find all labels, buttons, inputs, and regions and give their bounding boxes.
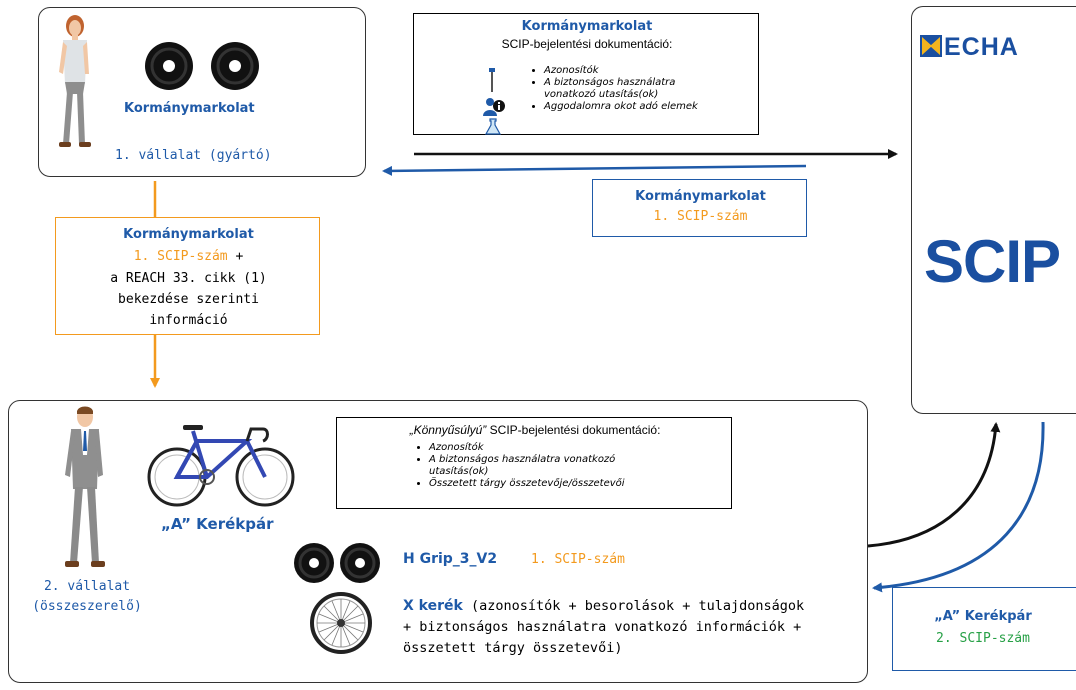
notification-title: Kormánymarkolat (521, 19, 653, 34)
light-notification-box: „Könnyűsúlyú” SCIP-bejelentési dokumentá… (336, 417, 732, 509)
handover-box: Kormánymarkolat 1. SCIP-szám + a REACH 3… (55, 217, 320, 335)
scip-number-box-1: Kormánymarkolat 1. SCIP-szám (592, 179, 807, 237)
notification-item-text: Aggodalomra okot adó elemek (544, 101, 698, 112)
company2-product: „A” Kerékpár (161, 515, 274, 533)
handover-number-line: 1. SCIP-szám + (56, 249, 321, 264)
light-notification-title: „Könnyűsúlyú” SCIP-bejelentési dokumentá… (337, 423, 733, 437)
company2-label-2: (összeszerelő) (32, 599, 142, 614)
return2-title: „A” Kerékpár (934, 609, 1032, 624)
light-notification-item: A biztonságos használatra vonatkozóutasí… (429, 454, 727, 478)
light-notification-title-italic: „Könnyűsúlyú” (409, 423, 487, 437)
component-grip-name: H Grip_3_V2 (403, 551, 498, 567)
handover-plus: + (227, 249, 244, 264)
info-person-icon (483, 98, 505, 116)
component-wheel-line-1: X kerék (azonosítók + besorolások + tula… (403, 598, 804, 614)
scip-notification-box: Kormánymarkolat SCIP-bejelentési dokumen… (413, 13, 759, 135)
handover-line-3: információ (149, 313, 228, 328)
notification-subtitle: SCIP-bejelentési dokumentáció: (501, 37, 673, 51)
handover-line-2: bekezdése szerinti (118, 292, 259, 307)
notification-items: AzonosítókA biztonságos használatravonat… (522, 65, 758, 113)
component-grip-number: 1. SCIP-szám (531, 552, 625, 567)
return-arrow-2 (872, 421, 1045, 593)
light-notification-item-text: A biztonságos használatra vonatkozó (429, 454, 616, 465)
handover-line-1: a REACH 33. cikk (1) (110, 271, 267, 286)
person-woman-icon (59, 15, 91, 147)
light-notification-items: AzonosítókA biztonságos használatra vona… (407, 442, 727, 490)
component-wheel-desc-2: + biztonságos használatra vonatkozó info… (403, 619, 802, 635)
submit-arrow-2 (867, 422, 1001, 548)
handlebar-grip-icon (145, 42, 259, 90)
light-notification-item-text: utasítás(ok) (429, 466, 489, 477)
echa-logo-text: ECHA (944, 33, 1019, 61)
company2-label-1: 2. vállalat (43, 579, 131, 594)
wheel-icon (310, 592, 372, 654)
company1-box: Kormánymarkolat 1. vállalat (gyártó) (38, 7, 366, 177)
scip-logo: SCIP (924, 228, 1061, 295)
echa-logo-icon (920, 35, 942, 57)
return1-title: Kormánymarkolat (635, 189, 766, 204)
scip-number-box-2: „A” Kerékpár 2. SCIP-szám (892, 587, 1076, 671)
component-wheel-desc-1: (azonosítók + besorolások + tulajdonságo… (462, 598, 805, 614)
return-arrow-1 (382, 164, 807, 176)
return2-number: 2. SCIP-szám (936, 631, 1030, 646)
echa-box: ECHA SCIP (911, 6, 1076, 414)
light-notification-item-text: Azonosítók (429, 442, 484, 453)
handover-number: 1. SCIP-szám (133, 249, 228, 264)
bicycle-icon (147, 425, 295, 507)
notification-item-text: A biztonságos használatra (544, 77, 676, 88)
flask-icon (484, 118, 502, 135)
component-wheel-name: X kerék (403, 598, 463, 614)
screwdriver-icon (489, 68, 495, 92)
person-man-icon (65, 406, 105, 567)
company1-label: 1. vállalat (gyártó) (115, 148, 272, 163)
handover-title: Kormánymarkolat (123, 227, 254, 242)
notification-item-text: Azonosítók (544, 65, 599, 76)
light-notification-item: Azonosítók (429, 442, 727, 454)
light-notification-title-rest: SCIP-bejelentési dokumentáció: (486, 423, 661, 437)
notification-item: Aggodalomra okot adó elemek (544, 101, 758, 113)
notification-item-text: vonatkozó utasítás(ok) (544, 89, 659, 100)
notification-item: Azonosítók (544, 65, 758, 77)
light-notification-item: Összetett tárgy összetevője/összetevői (429, 478, 727, 490)
component-grip-icon (294, 543, 380, 583)
company1-product: Kormánymarkolat (124, 101, 255, 116)
company2-box: 2. vállalat (összeszerelő) „A” Kerékpár … (8, 400, 868, 683)
light-notification-item-text: Összetett tárgy összetevője/összetevői (429, 478, 625, 489)
return1-number: 1. SCIP-szám (653, 209, 748, 224)
component-wheel-desc-3: összetett tárgy összetevői) (403, 640, 623, 656)
